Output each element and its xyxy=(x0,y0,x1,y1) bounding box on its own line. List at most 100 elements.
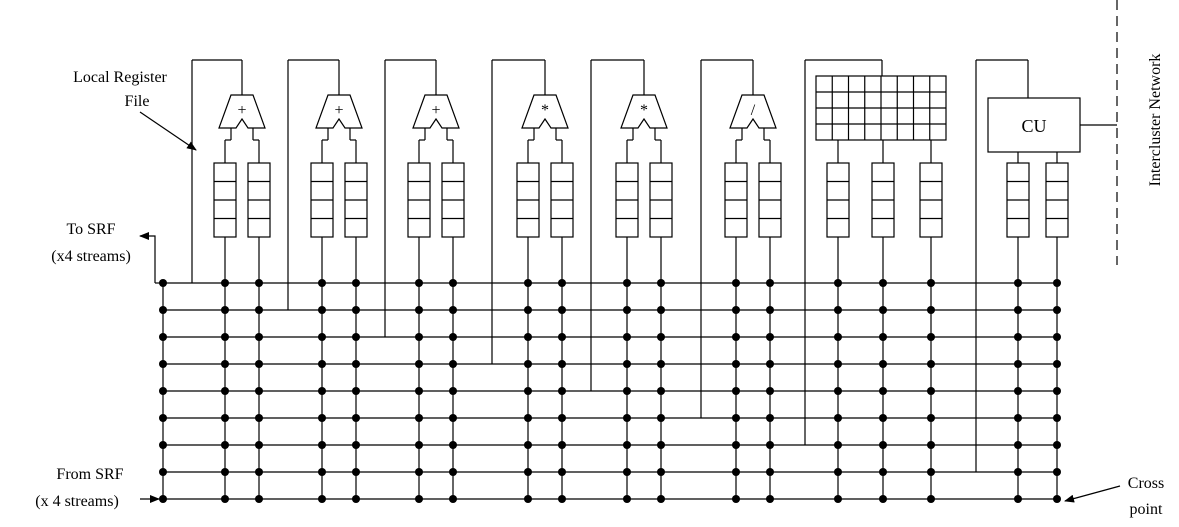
cross-point-dot xyxy=(879,495,887,503)
cross-point-dot xyxy=(558,387,566,395)
cross-point-dot xyxy=(1053,414,1061,422)
cross-point-dot xyxy=(318,333,326,341)
cross-point-dot xyxy=(879,441,887,449)
cross-point-dot xyxy=(1053,306,1061,314)
register-file xyxy=(758,162,782,240)
cross-point-dot xyxy=(834,414,842,422)
cu-label: CU xyxy=(1021,116,1046,136)
cross-point-dot xyxy=(221,495,229,503)
from-srf-streams-label: (x 4 streams) xyxy=(35,493,119,510)
scratchpad-grid xyxy=(815,75,947,141)
cross-point-dot xyxy=(558,279,566,287)
cross-point-dot xyxy=(255,279,263,287)
cross-point-dot xyxy=(524,279,532,287)
cross-point-dot xyxy=(766,441,774,449)
cross-point-dot xyxy=(524,441,532,449)
register-file xyxy=(615,162,639,240)
cross-point-dot xyxy=(879,306,887,314)
cross-point-label-line2: point xyxy=(1130,501,1163,518)
register-file xyxy=(1006,162,1030,240)
cross-point-dot xyxy=(449,441,457,449)
cross-point-dot xyxy=(657,441,665,449)
cross-point-dot xyxy=(927,441,935,449)
cross-point-dot xyxy=(221,414,229,422)
cross-point-label: Cross xyxy=(1128,475,1164,492)
cross-point-dot xyxy=(159,333,167,341)
cross-point-dot xyxy=(657,360,665,368)
cross-point-dot xyxy=(352,441,360,449)
cross-point-dot xyxy=(449,360,457,368)
cross-point-dot xyxy=(558,306,566,314)
cross-point-dot xyxy=(159,495,167,503)
cross-point-dot xyxy=(1014,306,1022,314)
register-file xyxy=(826,162,850,240)
cross-point-dot xyxy=(766,414,774,422)
cross-point-dot xyxy=(657,279,665,287)
cross-point-dot xyxy=(1053,360,1061,368)
cross-point-dot xyxy=(159,387,167,395)
register-file xyxy=(649,162,673,240)
cross-point-dot xyxy=(623,468,631,476)
cross-point-dot xyxy=(732,360,740,368)
cross-point-dot xyxy=(879,414,887,422)
annotations: Local Register File To SRF (x4 streams) … xyxy=(35,0,1164,518)
cross-point-dot xyxy=(318,360,326,368)
cross-point-dot xyxy=(415,495,423,503)
cross-point-dot xyxy=(834,306,842,314)
cross-point-dot xyxy=(732,468,740,476)
cross-point-dot xyxy=(766,495,774,503)
alu-unit: * xyxy=(521,94,569,129)
cross-point-dot xyxy=(159,468,167,476)
cross-point-dot xyxy=(255,306,263,314)
alu-icon xyxy=(620,94,668,129)
cross-point-dot xyxy=(623,360,631,368)
cross-point-dot xyxy=(221,360,229,368)
cross-point-dot xyxy=(318,414,326,422)
cross-point-dot xyxy=(318,468,326,476)
crossbar-switch xyxy=(159,240,1061,503)
cross-point-dot xyxy=(1053,387,1061,395)
alu-operator-label: + xyxy=(334,102,343,119)
cross-point-dot xyxy=(732,279,740,287)
cross-point-dot xyxy=(221,441,229,449)
cross-point-dot xyxy=(221,306,229,314)
cross-point-dot xyxy=(415,333,423,341)
cross-point-dot xyxy=(524,360,532,368)
cross-point-dot xyxy=(352,414,360,422)
to-srf-streams-label: (x4 streams) xyxy=(51,248,131,265)
alu-icon xyxy=(729,94,777,129)
cross-point-dot xyxy=(1014,468,1022,476)
cross-point-dot xyxy=(834,495,842,503)
register-file xyxy=(247,162,271,240)
cross-point-dot xyxy=(159,414,167,422)
register-file xyxy=(1045,162,1069,240)
cross-point-dot xyxy=(558,414,566,422)
alu-unit: + xyxy=(412,94,460,129)
cross-point-dot xyxy=(255,414,263,422)
cross-point-dot xyxy=(623,441,631,449)
cross-point-dot xyxy=(927,495,935,503)
cross-point-dot xyxy=(415,414,423,422)
cross-point-dot xyxy=(1014,279,1022,287)
cross-point-dot xyxy=(159,441,167,449)
cross-point-dot xyxy=(732,387,740,395)
cross-point-dot xyxy=(623,306,631,314)
cross-point-dot xyxy=(415,387,423,395)
register-file xyxy=(871,162,895,240)
alu-unit: + xyxy=(218,94,266,129)
local-register-file-arrow xyxy=(139,111,197,151)
cross-point-dot xyxy=(558,441,566,449)
cross-point-dot xyxy=(1014,333,1022,341)
cross-point-dot xyxy=(255,468,263,476)
cross-point-dot xyxy=(623,495,631,503)
cross-point-dot xyxy=(1014,414,1022,422)
cross-point-dot xyxy=(879,279,887,287)
functional-units: +++**/CU xyxy=(191,59,1117,472)
cross-point-dot xyxy=(1014,360,1022,368)
cross-point-dot xyxy=(255,333,263,341)
cross-point-dot xyxy=(352,333,360,341)
cross-point-dot xyxy=(623,387,631,395)
cross-point-dot xyxy=(415,306,423,314)
cross-point-dot xyxy=(524,414,532,422)
intercluster-network-label: Intercluster Network xyxy=(1147,54,1164,187)
